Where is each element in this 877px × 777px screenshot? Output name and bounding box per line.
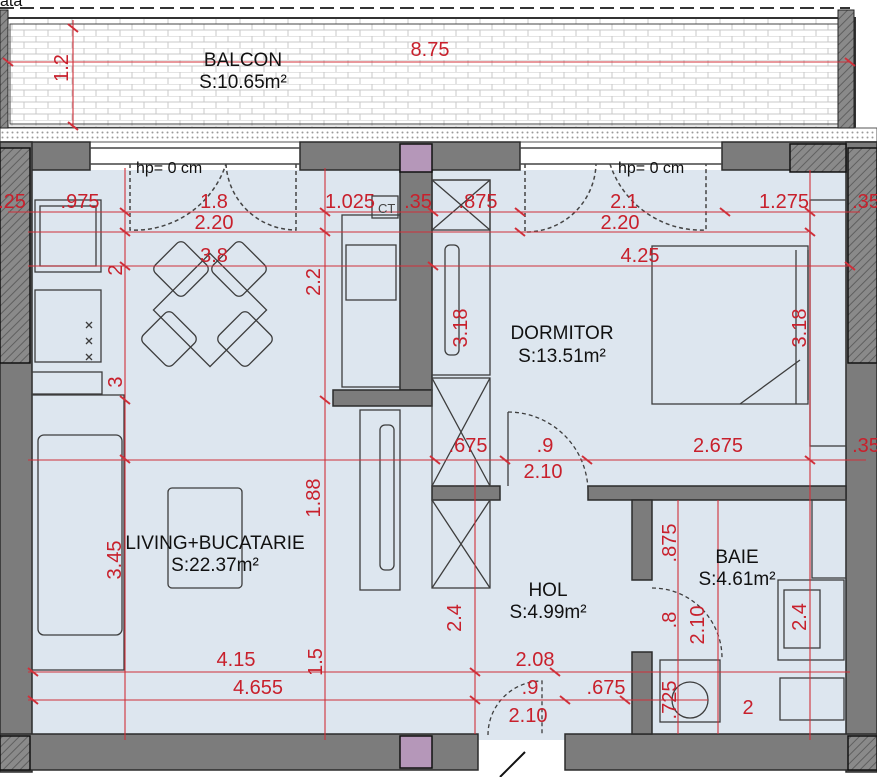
dormitor-name: DORMITOR [510, 323, 613, 344]
baie-name: BAIE [715, 547, 758, 568]
dim-2-1: 2.1 [610, 191, 638, 213]
living-name: LIVING+BUCATARIE [125, 533, 304, 554]
hp-note-right: hp= 0 cm [618, 160, 684, 177]
dim-1-025: 1.025 [325, 191, 375, 213]
dim-875-a: .875 [459, 191, 498, 213]
dim-2-08: 2.08 [516, 649, 555, 671]
hp-note-left: hp= 0 cm [136, 160, 202, 177]
interior-floor [28, 170, 850, 740]
dim-3-18-a: 3.18 [450, 309, 472, 348]
dim-35-c: .35 [852, 435, 877, 457]
dim-3-18-b: 3.18 [789, 309, 811, 348]
dim-1-88: 1.88 [303, 479, 325, 518]
dim-9-b: .9 [522, 677, 539, 699]
interior-doors [487, 411, 723, 777]
dim-4-655: 4.655 [233, 677, 283, 699]
baie-area: S:4.61m² [698, 569, 775, 590]
dimension-lines [8, 20, 866, 740]
dim-675-a: .675 [449, 435, 488, 457]
room-labels: BALCON S:10.65m² DORMITOR S:13.51m² LIVI… [125, 50, 775, 623]
furniture [31, 179, 847, 723]
balcony [0, 0, 877, 143]
dim-2-20-b: 2.20 [601, 212, 640, 234]
dim-2-b: 2 [742, 697, 753, 719]
dimension-ticks [2, 23, 856, 705]
dim-675-b: .675 [587, 677, 626, 699]
dim-975: .975 [61, 191, 100, 213]
dim-balcon-length: 8.75 [411, 39, 450, 61]
dim-725: .725 [659, 681, 681, 720]
balcon-name: BALCON [204, 50, 282, 71]
dim-1-8: 1.8 [200, 191, 228, 213]
dim-9-a: .9 [537, 435, 554, 457]
ct-label: CT [378, 201, 395, 216]
notes: hp= 0 cm hp= 0 cm CT ata [0, 0, 684, 216]
dim-1-5: 1.5 [305, 648, 327, 676]
dim-35-a: .35 [404, 191, 432, 213]
dim-2: 2 [105, 264, 127, 275]
dim-35-b: .35 [852, 191, 877, 213]
dim-3-8: 3.8 [200, 245, 228, 267]
dim-875-b: .875 [659, 524, 681, 563]
dim-4-25: 4.25 [621, 245, 660, 267]
hol-name: HOL [528, 580, 567, 601]
balcon-area: S:10.65m² [199, 72, 287, 93]
dim-2-20-a: 2.20 [195, 212, 234, 234]
columns [0, 143, 877, 771]
living-area: S:22.37m² [171, 555, 259, 576]
dim-2-675: 2.675 [693, 435, 743, 457]
dim-2-10-a: 2.10 [524, 461, 563, 483]
dormitor-area: S:13.51m² [518, 346, 606, 367]
dim-2-4-a: 2.4 [444, 604, 466, 632]
dim-balcon-depth: 1.2 [51, 54, 73, 82]
dim-2-2: 2.2 [303, 268, 325, 296]
dim-2-10-b: 2.10 [687, 606, 709, 645]
dim-3-45: 3.45 [104, 541, 126, 580]
hol-area: S:4.99m² [509, 602, 586, 623]
dim-8: .8 [659, 612, 681, 629]
dimension-values: 8.75 1.2 .25 .975 1.8 2.20 3.8 1.025 .35… [0, 39, 877, 727]
dim-2-4-b: 2.4 [789, 603, 811, 631]
dim-1-275: 1.275 [759, 191, 809, 213]
dim-2-10-c: 2.10 [509, 705, 548, 727]
dim-3: 3 [105, 376, 127, 387]
corner-text: ata [0, 0, 22, 10]
dim-25: .25 [0, 191, 26, 213]
dim-4-15: 4.15 [217, 649, 256, 671]
top-openings [90, 147, 722, 233]
